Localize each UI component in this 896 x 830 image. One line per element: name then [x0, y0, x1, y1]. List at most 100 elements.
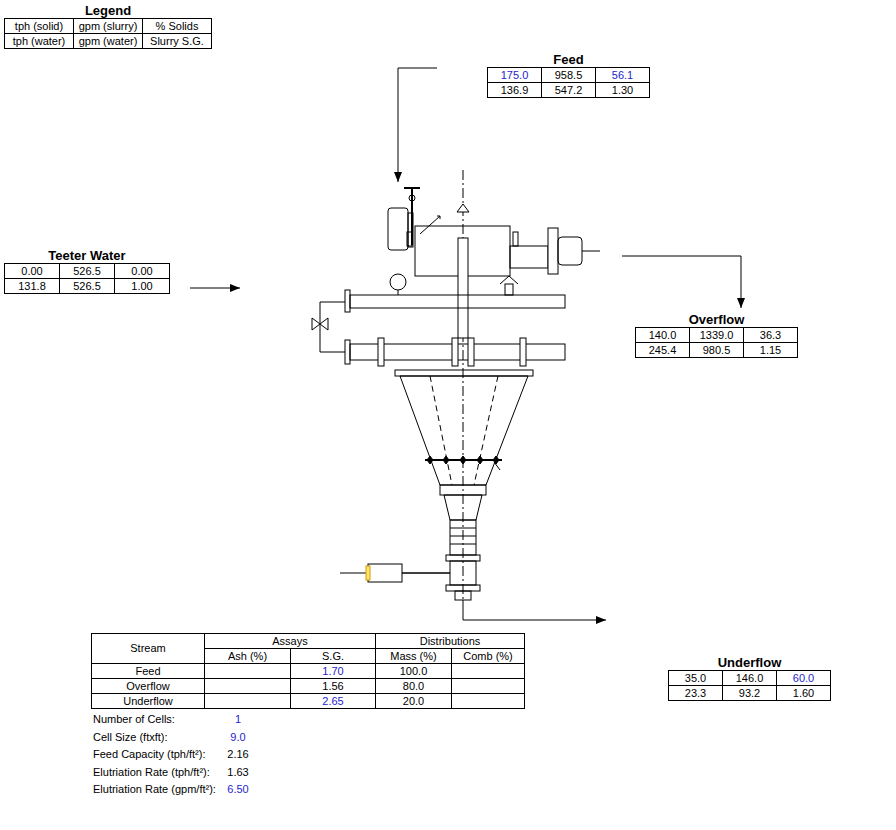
- table-cell: 93.2: [723, 686, 777, 701]
- cell-value: 1.15: [760, 344, 781, 356]
- table-cell: 1.70: [291, 664, 376, 679]
- table-cell: 526.5: [60, 279, 115, 294]
- cell-value: Underflow: [123, 695, 173, 707]
- cell-value: 526.5: [73, 280, 101, 292]
- table-row: 23.3 93.2 1.60: [669, 686, 831, 701]
- cell-value: 35.0: [685, 672, 706, 684]
- cell-value: 1.60: [793, 687, 814, 699]
- cell-value: 100.0: [400, 665, 428, 677]
- table-cell: [452, 679, 525, 694]
- table-cell: [205, 694, 291, 709]
- table-row: tph (solid)gpm (slurry)% Solids: [5, 19, 212, 34]
- cell-value: 1.00: [131, 280, 152, 292]
- table-cell: 958.5: [542, 68, 596, 83]
- parameter-label: Cell Size (ftxft):: [93, 731, 168, 744]
- table-cell: tph (solid): [5, 19, 74, 34]
- cell-value: 93.2: [739, 687, 760, 699]
- parameter-value: 1: [222, 713, 254, 726]
- teeter-arrow: [190, 288, 240, 289]
- parameter-value: 2.16: [222, 748, 254, 761]
- table-cell: 0.00: [5, 264, 60, 279]
- cell-value: 1.56: [322, 680, 343, 692]
- cell-value: Stream: [130, 642, 165, 654]
- parameter-value: 9.0: [222, 731, 254, 744]
- table-cell: Feed: [92, 664, 205, 679]
- cell-value: 146.0: [736, 672, 764, 684]
- table-cell: tph (water): [5, 34, 74, 49]
- table-cell: S.G.: [291, 649, 376, 664]
- table-cell: [205, 664, 291, 679]
- cell-value: 23.3: [685, 687, 706, 699]
- cell-value: 20.0: [403, 695, 424, 707]
- table-cell: 20.0: [376, 694, 452, 709]
- table-cell: 100.0: [376, 664, 452, 679]
- table-cell: 131.8: [5, 279, 60, 294]
- cell-value: 36.3: [760, 329, 781, 341]
- cell-value: Assays: [272, 635, 307, 647]
- cell-value: Distributions: [420, 635, 481, 647]
- table-title: Underflow: [668, 655, 831, 670]
- table-cell: gpm (slurry): [74, 19, 143, 34]
- table-cell: 245.4: [636, 343, 690, 358]
- cell-value: 0.00: [131, 265, 152, 277]
- table-cell: [452, 664, 525, 679]
- table-cell: 56.1: [596, 68, 650, 83]
- table-cell: Comb (%): [452, 649, 525, 664]
- parameter-label: Number of Cells:: [93, 713, 175, 726]
- table-cell: 980.5: [690, 343, 744, 358]
- table-row: 35.0 146.0 60.0: [669, 671, 831, 686]
- cell-value: gpm (water): [79, 35, 138, 47]
- cell-value: 1339.0: [700, 329, 734, 341]
- cell-value: 1.70: [322, 665, 343, 677]
- cell-value: Ash (%): [228, 650, 267, 662]
- table-cell: Underflow: [92, 694, 205, 709]
- cell-value: S.G.: [322, 650, 344, 662]
- table-row: 0.00 526.5 0.00: [5, 264, 170, 279]
- data-table: 35.0 146.0 60.0 23.3 93.2 1.60: [668, 670, 831, 701]
- underflow-arrow: [463, 600, 606, 620]
- cell-value: 131.8: [18, 280, 46, 292]
- feed-arrow: [398, 68, 437, 182]
- cell-value: 547.2: [555, 84, 583, 96]
- parameter-value: 6.50: [222, 783, 254, 796]
- table-cell: Ash (%): [205, 649, 291, 664]
- table-row: 140.0 1339.0 36.3: [636, 328, 798, 343]
- cell-value: 80.0: [403, 680, 424, 692]
- table-cell: Mass (%): [376, 649, 452, 664]
- table-cell: Stream: [92, 634, 205, 664]
- stream-table: Feed175.0958.556.1136.9547.21.30: [487, 52, 650, 98]
- table-cell: 0.00: [115, 264, 170, 279]
- table-cell: gpm (water): [74, 34, 143, 49]
- table-cell: 1.15: [744, 343, 798, 358]
- data-table: 0.00 526.5 0.00 131.8 526.5 1.00: [4, 263, 170, 294]
- table-cell: 526.5: [60, 264, 115, 279]
- table-cell: 1.60: [777, 686, 831, 701]
- table-cell: 146.0: [723, 671, 777, 686]
- table-cell: 1.30: [596, 83, 650, 98]
- cell-value: 0.00: [21, 265, 42, 277]
- cell-value: Slurry S.G.: [150, 35, 204, 47]
- data-table: tph (solid)gpm (slurry)% Solidstph (wate…: [4, 18, 212, 49]
- table-row: Underflow2.6520.0: [92, 694, 525, 709]
- table-row: 175.0958.556.1: [488, 68, 650, 83]
- cell-value: Comb (%): [463, 650, 513, 662]
- cell-value: Feed: [135, 665, 160, 677]
- table-row: tph (water) gpm (water) Slurry S.G.: [5, 34, 212, 49]
- parameter-label: Feed Capacity (tph/ft²):: [93, 748, 206, 761]
- parameter-label: Elutriation Rate (tph/ft²):: [93, 766, 210, 779]
- table-row: StreamAssaysDistributions: [92, 634, 525, 649]
- cell-value: 136.9: [501, 84, 529, 96]
- cell-value: Mass (%): [390, 650, 436, 662]
- data-table: 175.0958.556.1136.9547.21.30: [487, 67, 650, 98]
- cell-value: tph (water): [13, 35, 66, 47]
- cell-value: 958.5: [555, 69, 583, 81]
- table-cell: 35.0: [669, 671, 723, 686]
- cell-value: 140.0: [649, 329, 677, 341]
- stream-table: Underflow 35.0 146.0 60.0 23.3 93.2 1.60: [668, 655, 831, 701]
- data-table: 140.0 1339.0 36.3 245.4980.5 1.15: [635, 327, 798, 358]
- stream-table: Teeter Water0.00526.50.00131.8526.51.00: [4, 248, 170, 294]
- stream-table: Overflow140.01339.036.3245.4980.51.15: [635, 312, 798, 358]
- table-cell: Distributions: [376, 634, 525, 649]
- table-cell: 60.0: [777, 671, 831, 686]
- cell-value: 56.1: [612, 69, 633, 81]
